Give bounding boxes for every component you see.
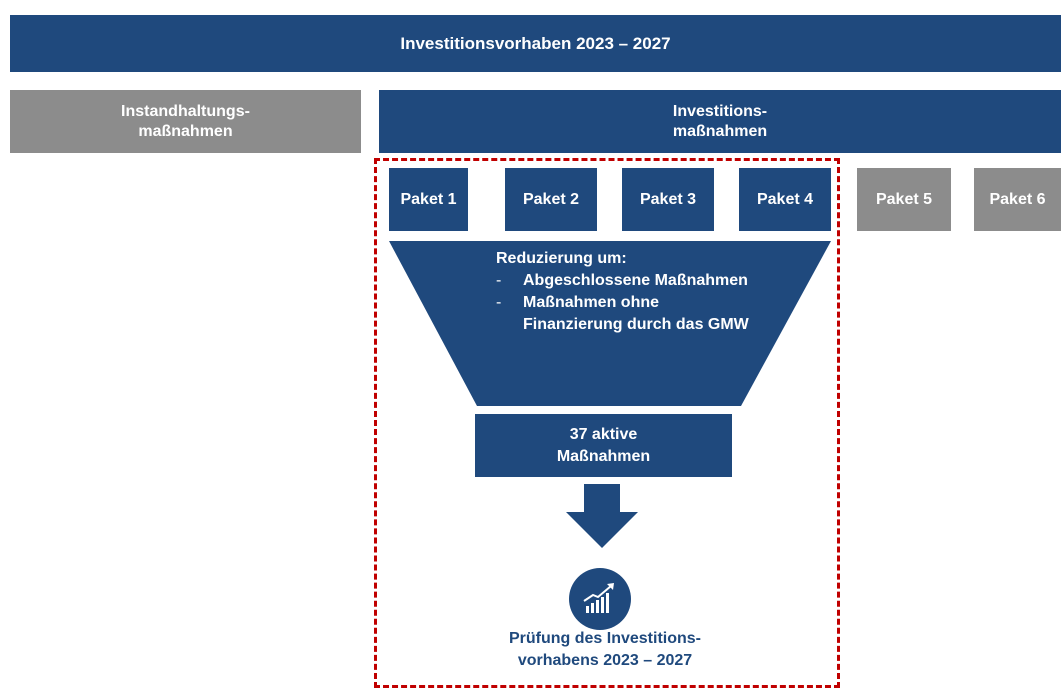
package-1-label: Paket 1 [400, 190, 457, 208]
package-6-label: Paket 6 [989, 190, 1046, 208]
reduction-item-unfunded: Maßnahmen ohne Finanzierung durch das GM… [496, 292, 756, 336]
package-3: Paket 3 [622, 168, 714, 231]
maintenance-measures-box: Instandhaltungs- maßnahmen [10, 90, 361, 153]
scope-dashed-frame [374, 158, 840, 688]
package-4-label: Paket 4 [756, 190, 814, 208]
package-1: Paket 1 [389, 168, 468, 231]
package-3-label: Paket 3 [639, 190, 697, 208]
review-caption: Prüfung des Investitions- vorhabens 2023… [440, 628, 770, 672]
maintenance-label-line1: Instandhaltungs- [121, 102, 250, 120]
funnel-text: Reduzierung um: Abgeschlossene Maßnahmen… [496, 248, 756, 336]
package-5: Paket 5 [857, 168, 951, 231]
arrow-down-icon [566, 484, 638, 548]
review-line2: vorhabens 2023 – 2027 [517, 652, 693, 669]
review-line1: Prüfung des Investitions- [508, 630, 701, 647]
package-6: Paket 6 [974, 168, 1061, 231]
title-banner: Investitionsvorhaben 2023 – 2027 [10, 15, 1061, 72]
growth-chart-icon [569, 568, 631, 630]
active-measures-line2: Maßnahmen [556, 447, 651, 465]
title-text: Investitionsvorhaben 2023 – 2027 [400, 33, 671, 53]
active-measures-box: 37 aktive Maßnahmen [475, 414, 732, 477]
package-4: Paket 4 [739, 168, 831, 231]
investment-label-line1: Investitions- [672, 102, 768, 120]
investment-measures-box: Investitions- maßnahmen [379, 90, 1061, 153]
reduction-list: Abgeschlossene Maßnahmen Maßnahmen ohne … [496, 270, 756, 336]
funnel-heading: Reduzierung um: [496, 250, 627, 267]
maintenance-label-line2: maßnahmen [138, 122, 233, 140]
package-5-label: Paket 5 [875, 190, 933, 208]
investment-label-line2: maßnahmen [672, 122, 768, 140]
package-2-label: Paket 2 [522, 190, 580, 208]
reduction-item-completed: Abgeschlossene Maßnahmen [496, 270, 756, 292]
package-2: Paket 2 [505, 168, 597, 231]
active-measures-line1: 37 aktive [569, 425, 638, 443]
